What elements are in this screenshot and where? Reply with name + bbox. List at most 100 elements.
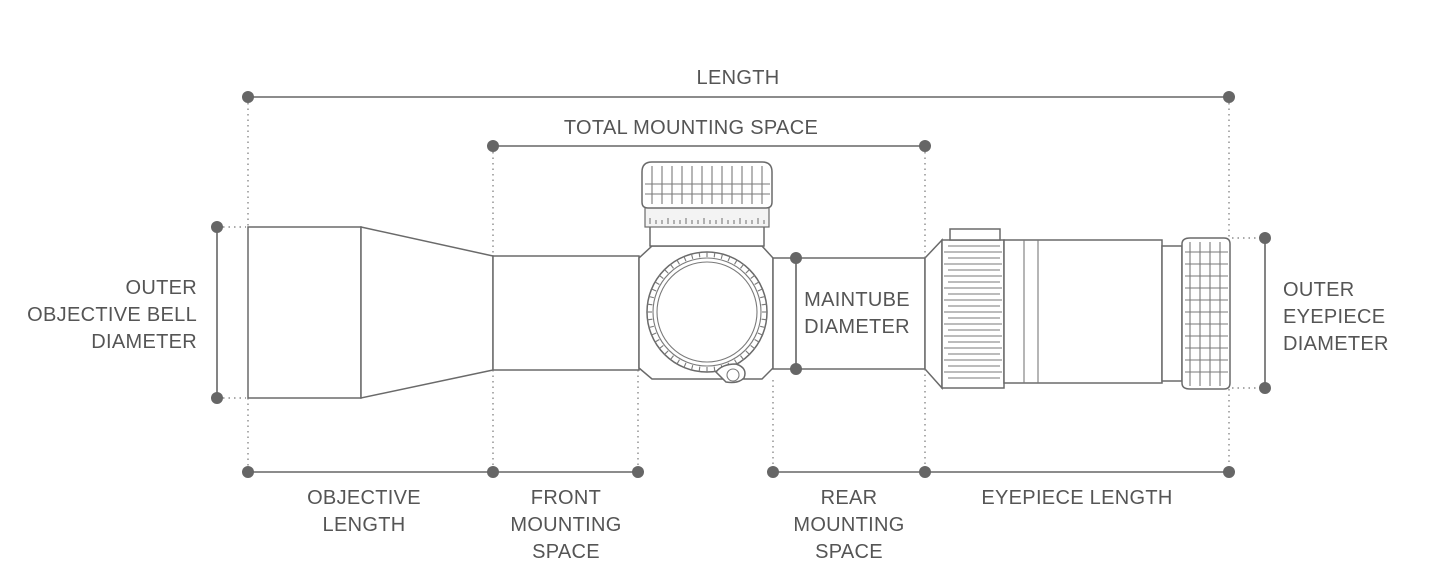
svg-text:OBJECTIVE BELL: OBJECTIVE BELL	[27, 304, 197, 326]
dimension-labels: LENGTH TOTAL MOUNTING SPACE OUTER OBJECT…	[27, 67, 1389, 563]
eyepiece-body	[1003, 239, 1163, 384]
rear-mounting-start-dot	[767, 466, 779, 478]
knurl-tooth	[754, 339, 760, 343]
eyepiece-diameter-bottom-dot	[1259, 382, 1271, 394]
knurl-tooth	[651, 288, 657, 292]
dimension-lines	[211, 91, 1271, 478]
knurl-tooth	[676, 259, 680, 265]
diopter-ring	[1181, 237, 1231, 390]
outer-objective-bell-diameter-label: OUTER OBJECTIVE BELL DIAMETER	[27, 277, 197, 353]
extension-lines	[223, 103, 1259, 466]
eyepiece-diameter-top-dot	[1259, 232, 1271, 244]
knurl-tooth	[745, 350, 750, 355]
eyepiece-neck	[1161, 245, 1183, 382]
power-ring-collar	[924, 238, 943, 390]
lever-knob	[726, 368, 740, 382]
knurl-tooth	[690, 364, 694, 371]
front-tube	[492, 255, 640, 371]
svg-text:REAR: REAR	[821, 487, 878, 509]
knurl-tooth	[683, 256, 687, 262]
svg-text:FRONT: FRONT	[531, 487, 601, 509]
svg-text:DIAMETER: DIAMETER	[804, 316, 910, 338]
turret-cap-knurling	[645, 166, 770, 204]
objective-length-end-dot	[487, 466, 499, 478]
objective-taper	[360, 226, 494, 399]
knurl-tooth	[659, 275, 664, 279]
knurl-tooth	[720, 253, 724, 260]
front-mounting-space-label: FRONT MOUNTING SPACE	[510, 487, 621, 563]
elevation-turret-scale	[644, 206, 770, 228]
knurl-tooth	[750, 275, 755, 279]
knurl-tooth	[740, 355, 744, 360]
knurl-tooth	[676, 359, 680, 365]
knurl-tooth	[761, 303, 767, 306]
length-end-dot	[1223, 91, 1235, 103]
svg-text:OUTER: OUTER	[126, 277, 198, 299]
total-mounting-end-dot	[919, 140, 931, 152]
knurl-tooth	[664, 350, 669, 355]
svg-text:DIAMETER: DIAMETER	[91, 331, 197, 353]
svg-text:DIAMETER: DIAMETER	[1283, 333, 1389, 355]
total-mounting-start-dot	[487, 140, 499, 152]
knurl-tooth	[651, 332, 657, 336]
svg-text:MOUNTING: MOUNTING	[793, 514, 904, 536]
knurl-tooth	[654, 339, 660, 343]
knurl-tooth	[759, 325, 766, 329]
knurl-tooth	[727, 256, 731, 262]
knurl-tooth	[750, 345, 755, 349]
svg-text:OBJECTIVE: OBJECTIVE	[307, 487, 421, 509]
svg-text:SPACE: SPACE	[815, 541, 883, 563]
knurl-tooth	[654, 281, 660, 285]
objective-diameter-bottom-dot	[211, 392, 223, 404]
knurl-tooth	[734, 259, 738, 265]
knurl-tooth	[647, 303, 653, 306]
elevation-turret-cap	[641, 161, 773, 209]
knurl-tooth	[664, 269, 669, 274]
windage-turret-ring	[652, 257, 762, 367]
knurl-tooth	[745, 269, 750, 274]
knurl-tooth	[659, 345, 664, 349]
svg-text:EYEPIECE: EYEPIECE	[1283, 306, 1385, 328]
maintube-diameter-label: MAINTUBE DIAMETER	[804, 289, 910, 338]
eyepiece-length-end-dot	[1223, 466, 1235, 478]
svg-text:MOUNTING: MOUNTING	[510, 514, 621, 536]
svg-text:OUTER: OUTER	[1283, 279, 1355, 301]
front-mounting-end-dot	[632, 466, 644, 478]
knurl-tooth	[683, 362, 687, 368]
power-ring-knurling	[944, 245, 1002, 379]
turret-scale-ticks	[649, 218, 765, 224]
objective-bell	[247, 226, 362, 399]
knurl-tooth	[761, 318, 767, 321]
knurl-tooth	[757, 288, 763, 292]
knurl-tooth	[648, 295, 655, 299]
windage-turret-face	[656, 261, 758, 363]
knurl-tooth	[754, 281, 760, 285]
maintube-bottom-dot	[790, 363, 802, 375]
knurl-tooth	[713, 252, 716, 258]
knurl-tooth	[670, 355, 674, 360]
outer-eyepiece-diameter-label: OUTER EYEPIECE DIAMETER	[1283, 279, 1389, 355]
maintube-top-dot	[790, 252, 802, 264]
riflescope-illustration	[247, 161, 1231, 399]
objective-length-start-dot	[242, 466, 254, 478]
knurl-tooth	[690, 253, 694, 260]
svg-text:LENGTH: LENGTH	[323, 514, 406, 536]
knurl-tooth	[757, 332, 763, 336]
power-ring	[941, 239, 1005, 389]
rear-mounting-space-label: REAR MOUNTING SPACE	[793, 487, 904, 563]
knurl-tooth	[670, 264, 674, 269]
elevation-turret-base	[649, 225, 765, 247]
throw-lever	[949, 228, 1001, 241]
knurl-tooth	[647, 318, 653, 321]
objective-length-label: OBJECTIVE LENGTH	[307, 487, 421, 536]
knurl-tooth	[713, 366, 716, 372]
diopter-knurling	[1185, 242, 1228, 386]
knurl-tooth	[698, 252, 701, 258]
svg-text:MAINTUBE: MAINTUBE	[804, 289, 910, 311]
knurl-tooth	[740, 264, 744, 269]
knurl-tooth	[698, 366, 701, 372]
knurl-tooth	[648, 325, 655, 329]
knurl-tooth	[734, 359, 738, 365]
objective-diameter-top-dot	[211, 221, 223, 233]
